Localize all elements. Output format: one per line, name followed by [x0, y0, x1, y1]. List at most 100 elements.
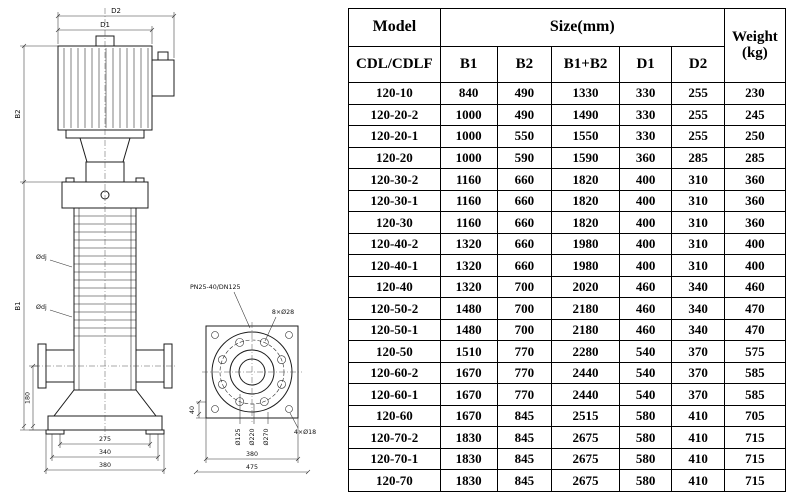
model-cell: 120-40-1: [348, 254, 441, 277]
model-cell: 120-50-1: [348, 318, 441, 342]
plate-h-label: 40: [189, 406, 196, 414]
dimension-cell: 460: [618, 318, 673, 342]
foot-right: [145, 429, 165, 435]
dimension-cell: 310: [671, 232, 725, 256]
dimension-cell: 410: [671, 404, 725, 428]
dimension-cell: 845: [496, 426, 553, 449]
dimension-cell: 330: [618, 82, 673, 105]
dimension-cell: 715: [723, 447, 787, 471]
drawing-canvas: D2 D1 B2 B1 180 275 340 380: [14, 7, 316, 475]
anchor-hole: [285, 405, 293, 413]
dimension-cell: 370: [671, 361, 725, 385]
dim-180-label: 180: [25, 392, 32, 404]
dimension-cell: 400: [618, 211, 673, 234]
model-cell: 120-60-2: [348, 361, 441, 385]
dimension-cell: 1670: [439, 361, 498, 385]
motor-fins: [63, 48, 149, 128]
head-bolt-left: [65, 177, 75, 183]
anchor-hole: [211, 405, 219, 413]
left-dimensions: B2 B1 180: [14, 43, 62, 431]
dia-bore-label: Ø125: [234, 429, 242, 446]
dimension-cell: 580: [618, 469, 673, 492]
dimension-cell: 700: [496, 275, 553, 299]
dimension-cell: 1830: [439, 469, 498, 492]
dimension-cell: 410: [671, 447, 725, 471]
dimension-cell: 1670: [439, 404, 498, 428]
bottom-dimensions: 275 340 380: [43, 434, 167, 474]
dimension-cell: 285: [723, 146, 787, 170]
dimension-cell: 585: [723, 361, 787, 385]
dimension-cell: 845: [496, 404, 553, 428]
dimension-cell: 1000: [439, 103, 498, 127]
dimension-cell: 360: [723, 189, 787, 213]
dim-b1-label: B1: [14, 301, 22, 310]
dimension-cell: 490: [496, 103, 553, 127]
weight-header: Weight (kg): [723, 8, 787, 83]
model-cell: 120-70-2: [348, 426, 441, 449]
dimension-cell: 400: [723, 254, 787, 277]
dimension-cell: 540: [618, 340, 673, 363]
model-header: Model: [348, 8, 441, 47]
dimension-cell: 400: [723, 232, 787, 256]
model-cell: 120-70-1: [348, 447, 441, 471]
col-header-b1: B1: [439, 46, 498, 83]
dimension-cell: 230: [723, 82, 787, 105]
dimension-cell: 1160: [439, 189, 498, 213]
dimension-cell: 370: [671, 340, 725, 363]
dimension-cell: 400: [618, 232, 673, 256]
pump-technical-drawing: D2 D1 B2 B1 180 275 340 380: [0, 0, 348, 500]
dimension-cell: 1490: [551, 103, 620, 127]
dimension-cell: 660: [496, 211, 553, 234]
dimension-cell: 1320: [439, 275, 498, 299]
pump-front-view: [34, 8, 176, 438]
model-cell: 120-60: [348, 404, 441, 428]
dimension-cell: 660: [496, 254, 553, 277]
foot-left: [45, 429, 65, 435]
model-subheader: CDL/CDLF: [348, 46, 441, 83]
model-cell: 120-30: [348, 211, 441, 234]
size-header: Size(mm): [439, 8, 725, 47]
dimension-cell: 2180: [551, 297, 620, 320]
weight-header-line2: (kg): [741, 44, 768, 61]
dimension-cell: 1160: [439, 211, 498, 234]
flange-spec-label: PN25-40/DN125: [190, 284, 241, 291]
dimension-cell: 310: [671, 211, 725, 234]
dimension-cell: 255: [671, 125, 725, 148]
tie-rods: [78, 208, 132, 390]
dim-275-label: 275: [99, 436, 111, 443]
dimension-cell: 1980: [551, 254, 620, 277]
dimension-cell: 660: [496, 232, 553, 256]
dim-d1-label: D1: [100, 21, 110, 29]
table-head: Model Size(mm) Weight (kg) CDL/CDLF B1 B…: [348, 8, 787, 83]
dim-d2-label: D2: [111, 7, 121, 15]
base-w-label: 475: [246, 464, 258, 471]
dimension-cell: 715: [723, 426, 787, 449]
dimension-cell: 700: [496, 318, 553, 342]
dimension-cell: 340: [671, 297, 725, 320]
plate-w-label: 380: [246, 451, 258, 458]
dimension-cell: 2180: [551, 318, 620, 342]
dimension-cell: 310: [671, 168, 725, 191]
dimension-cell: 2280: [551, 340, 620, 363]
dimension-cell: 540: [618, 383, 673, 406]
model-cell: 120-20: [348, 146, 441, 170]
bolt-holes-label: 8×Ø28: [272, 308, 294, 316]
flange-detail-view: PN25-40/DN125: [189, 284, 316, 475]
model-cell: 120-30-2: [348, 168, 441, 191]
dimension-cell: 1550: [551, 125, 620, 148]
dim-340-label: 340: [99, 449, 111, 456]
dimension-cell: 400: [618, 254, 673, 277]
model-cell: 120-40: [348, 275, 441, 299]
head-bolt-right: [135, 177, 145, 183]
anchor-holes-label: 4×Ø18: [294, 428, 316, 436]
dimension-cell: 400: [618, 168, 673, 191]
dimension-cell: 580: [618, 447, 673, 471]
